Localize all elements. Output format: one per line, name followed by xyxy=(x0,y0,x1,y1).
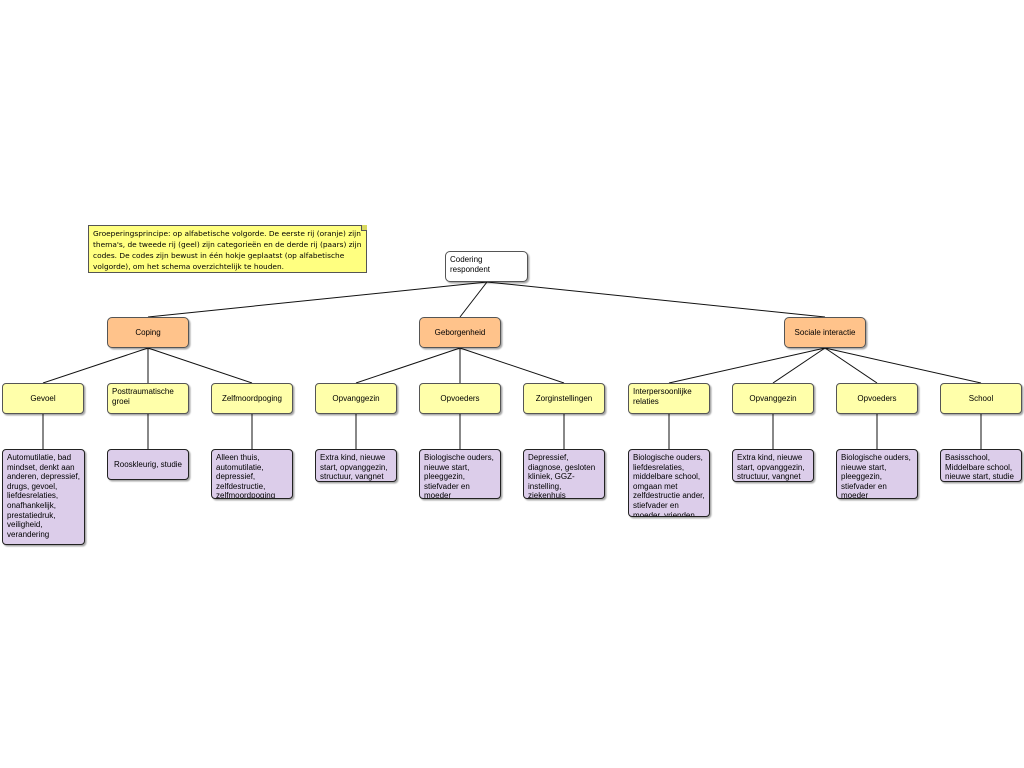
codes-zorginstellingen[interactable]: Depressief, diagnose, gesloten kliniek, … xyxy=(523,449,605,499)
grouping-principle-note: Groeperingsprincipe: op alfabetische vol… xyxy=(88,225,367,273)
theme-label: Coping xyxy=(135,327,161,337)
codes-opvanggezin[interactable]: Extra kind, nieuwe start, opvanggezin, s… xyxy=(315,449,397,482)
category-posttraumatische-groei[interactable]: Posttraumatische groei xyxy=(107,383,189,414)
theme-coping[interactable]: Coping xyxy=(107,317,189,348)
codes-zelfmoordpoging[interactable]: Alleen thuis, automutilatie, depressief,… xyxy=(211,449,293,499)
codes-opvanggezin-sociaal[interactable]: Extra kind, nieuwe start, opvanggezin, s… xyxy=(732,449,814,482)
connector-sociale-school xyxy=(824,347,982,384)
codes-text: Alleen thuis, automutilatie, depressief,… xyxy=(216,453,276,499)
theme-label: Sociale interactie xyxy=(794,327,856,337)
category-opvoeders-sociaal[interactable]: Opvoeders xyxy=(836,383,918,414)
category-label: School xyxy=(968,393,994,403)
codes-text: Biologische ouders, liefdesrelaties, mid… xyxy=(633,453,705,517)
root-label: Codering respondent xyxy=(450,255,491,274)
connector-sociale-interpersoonlijke xyxy=(668,347,826,384)
codes-text: Rooskleurig, studie xyxy=(113,459,183,469)
category-opvanggezin-sociaal[interactable]: Opvanggezin xyxy=(732,383,814,414)
codes-text: Basisschool, Middelbare school, nieuwe s… xyxy=(945,453,1014,482)
codes-posttraumatische-groei[interactable]: Rooskleurig, studie xyxy=(107,449,189,480)
codes-interpersoonlijke-relaties[interactable]: Biologische ouders, liefdesrelaties, mid… xyxy=(628,449,710,517)
codes-text: Depressief, diagnose, gesloten kliniek, … xyxy=(528,453,596,499)
codes-opvoeders[interactable]: Biologische ouders, nieuwe start, pleegg… xyxy=(419,449,501,499)
theme-sociale-interactie[interactable]: Sociale interactie xyxy=(784,317,866,348)
note-folded-corner xyxy=(361,225,367,231)
category-label: Opvoeders xyxy=(857,393,897,403)
category-school[interactable]: School xyxy=(940,383,1022,414)
codes-school[interactable]: Basisschool, Middelbare school, nieuwe s… xyxy=(940,449,1022,482)
note-text: Groeperingsprincipe: op alfabetische vol… xyxy=(93,229,362,271)
category-label: Opvanggezin xyxy=(749,393,797,403)
category-label: Opvoeders xyxy=(440,393,480,403)
category-interpersoonlijke-relaties[interactable]: Interpersoonlijke relaties xyxy=(628,383,710,414)
connector-root-coping xyxy=(147,281,488,318)
codes-gevoel[interactable]: Automutilatie, bad mindset, denkt aan an… xyxy=(2,449,85,545)
codes-text: Extra kind, nieuwe start, opvanggezin, s… xyxy=(320,453,388,482)
theme-label: Geborgenheid xyxy=(434,327,486,337)
category-zelfmoordpoging[interactable]: Zelfmoordpoging xyxy=(211,383,293,414)
connector-geborgenheid-opvanggezin xyxy=(355,347,461,384)
category-label: Posttraumatische groei xyxy=(112,387,174,406)
codes-opvoeders-sociaal[interactable]: Biologische ouders, nieuwe start, pleegg… xyxy=(836,449,918,499)
category-opvanggezin[interactable]: Opvanggezin xyxy=(315,383,397,414)
codes-text: Automutilatie, bad mindset, denkt aan an… xyxy=(7,453,80,539)
connector-sociale-opvanggezin xyxy=(772,347,826,384)
connector-root-sociale-interactie xyxy=(486,281,826,318)
connector-root-geborgenheid xyxy=(459,281,488,318)
category-label: Zorginstellingen xyxy=(535,393,593,403)
category-label: Gevoel xyxy=(30,393,56,403)
category-label: Zelfmoordpoging xyxy=(221,393,283,403)
category-opvoeders[interactable]: Opvoeders xyxy=(419,383,501,414)
codes-text: Biologische ouders, nieuwe start, pleegg… xyxy=(841,453,911,499)
codes-text: Extra kind, nieuwe start, opvanggezin, s… xyxy=(737,453,805,482)
connector-coping-gevoel xyxy=(42,347,149,384)
codes-text: Biologische ouders, nieuwe start, pleegg… xyxy=(424,453,494,499)
category-label: Opvanggezin xyxy=(332,393,380,403)
category-label: Interpersoonlijke relaties xyxy=(633,387,692,406)
connector-geborgenheid-zorginstellingen xyxy=(459,347,565,384)
root-node[interactable]: Codering respondent xyxy=(445,251,528,282)
connector-coping-zelfmoordpoging xyxy=(147,347,253,384)
category-gevoel[interactable]: Gevoel xyxy=(2,383,84,414)
category-zorginstellingen[interactable]: Zorginstellingen xyxy=(523,383,605,414)
connector-sociale-opvoeders xyxy=(824,347,878,384)
theme-geborgenheid[interactable]: Geborgenheid xyxy=(419,317,501,348)
